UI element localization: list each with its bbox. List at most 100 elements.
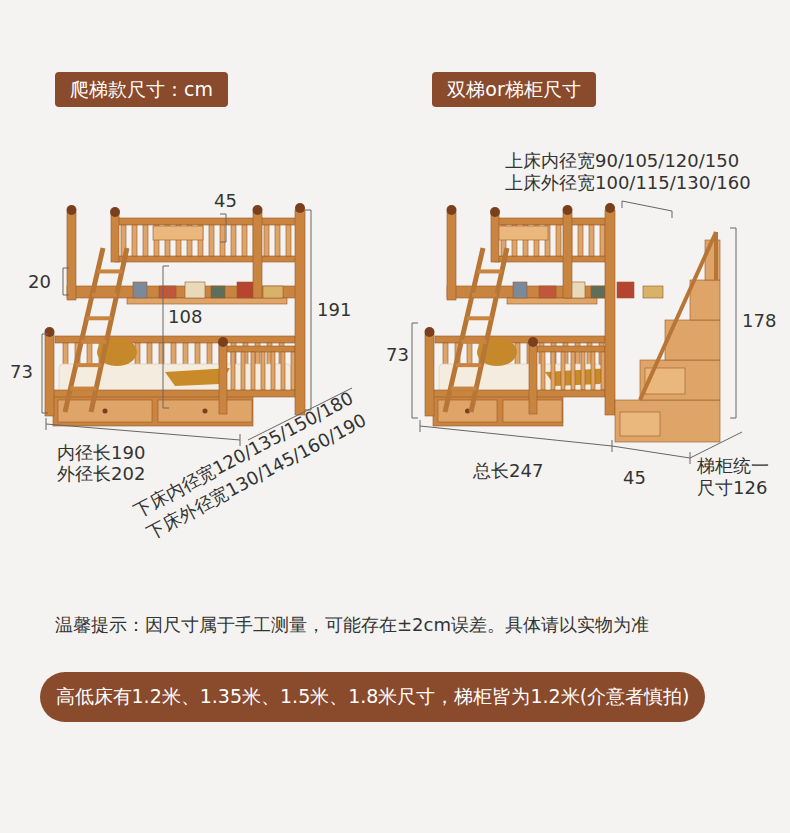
bed-slat (251, 352, 255, 390)
dimension-label: 45 (214, 190, 237, 212)
note-banner: 高低床有1.2米、1.35米、1.5米、1.8米尺寸，梯柜皆为1.2米(介意者慎… (40, 672, 705, 722)
bed-slat (63, 343, 68, 365)
bed-rail (495, 256, 607, 262)
stair-step (615, 400, 720, 442)
bed-slat (231, 225, 236, 256)
post-cap (67, 205, 77, 215)
ladder-rung (92, 293, 117, 297)
post-cap (605, 203, 615, 213)
bed-post (45, 334, 54, 416)
dimension-line (163, 266, 164, 408)
bed-post (447, 212, 456, 300)
post-cap (425, 327, 435, 337)
bed-slat (271, 352, 275, 390)
bunk-bed-drawings (45, 203, 721, 442)
bed-slat (443, 343, 448, 365)
bed-slat (241, 352, 245, 390)
dimension-line (63, 295, 69, 296)
bed-slat (591, 352, 595, 390)
ladder-rung (70, 387, 96, 391)
post-cap (295, 203, 305, 213)
dimension-line (420, 426, 612, 446)
book (643, 286, 663, 298)
ladder-rung (87, 316, 112, 320)
ladder-rung (81, 340, 106, 344)
shelf (507, 298, 597, 304)
dimension-label: 73 (386, 344, 409, 366)
bed-slat (275, 225, 280, 256)
bed-slat (556, 225, 561, 256)
ladder-rung (98, 269, 122, 273)
name-plate (153, 226, 203, 240)
dimension-label: 梯柜统一 尺寸126 (697, 455, 775, 498)
book (159, 286, 176, 298)
dimension-label: 总长247 (473, 460, 543, 482)
post-cap (218, 337, 228, 347)
dimension-label: 108 (168, 306, 202, 328)
bed-slat (143, 225, 148, 256)
ladder-bunk-bed (45, 203, 306, 426)
bed-post (295, 210, 305, 415)
dimension-lines (42, 201, 742, 464)
dimension-line (63, 268, 69, 269)
ladder-rung (478, 269, 502, 273)
dimension-line (311, 210, 312, 410)
dimension-label: 178 (742, 310, 776, 332)
bed-post (253, 212, 262, 298)
bed-slat (183, 343, 188, 365)
bed-slat (87, 343, 92, 365)
dimension-line (305, 210, 311, 211)
bed-slat (195, 343, 200, 365)
bed-slat (147, 343, 152, 365)
note-text: 温馨提示：因尺寸属于手工测量，可能存在±2cm误差。具体请以实物为准 (55, 614, 649, 636)
bed-slat (132, 225, 137, 256)
dimension-line (163, 408, 169, 409)
drawer-base (433, 396, 563, 426)
shelf (127, 298, 287, 304)
stair-drawer (620, 412, 660, 436)
book (617, 282, 634, 298)
ladder-rung (456, 363, 481, 367)
dimension-label: 上床外径宽100/115/130/160 (505, 172, 751, 194)
dimension-line (622, 201, 672, 211)
dimension-label: 外径长202 (57, 463, 145, 485)
bed-slat (571, 352, 575, 390)
bed-slat (541, 352, 545, 390)
bed-post (67, 212, 76, 300)
post-cap (528, 337, 538, 347)
bed-post (491, 214, 499, 262)
bed-post (605, 210, 615, 415)
bed-slat (561, 352, 565, 390)
dimension-label: 内径长190 (57, 442, 145, 464)
book (591, 286, 605, 298)
dimension-line (412, 323, 413, 418)
book (237, 282, 254, 298)
mattress (59, 364, 291, 394)
node-text: 双梯or梯柜尺寸 (447, 77, 580, 103)
dimension-line (42, 334, 48, 335)
dimension-line (420, 420, 421, 432)
post-cap (563, 205, 573, 215)
bed-slat (578, 225, 583, 256)
dimension-line (163, 266, 169, 267)
dimension-label: 191 (317, 299, 351, 321)
dimension-line (612, 446, 690, 458)
dimension-line (730, 418, 736, 419)
post-cap (490, 207, 500, 217)
bed-slat (551, 352, 555, 390)
drawer (58, 400, 152, 422)
bed-slat (209, 225, 214, 256)
ladder-rung (472, 293, 497, 297)
stair-bunk-bed (425, 203, 721, 442)
section-header: 双梯or梯柜尺寸 (432, 72, 596, 107)
dimension-line (690, 432, 742, 458)
dimension-label: 20 (28, 271, 51, 293)
bed-slat (171, 343, 176, 365)
book (185, 282, 205, 298)
bed-slat (291, 352, 295, 390)
book (513, 282, 527, 298)
post-cap (45, 327, 55, 337)
bed-rail (227, 346, 295, 352)
book (133, 282, 147, 298)
